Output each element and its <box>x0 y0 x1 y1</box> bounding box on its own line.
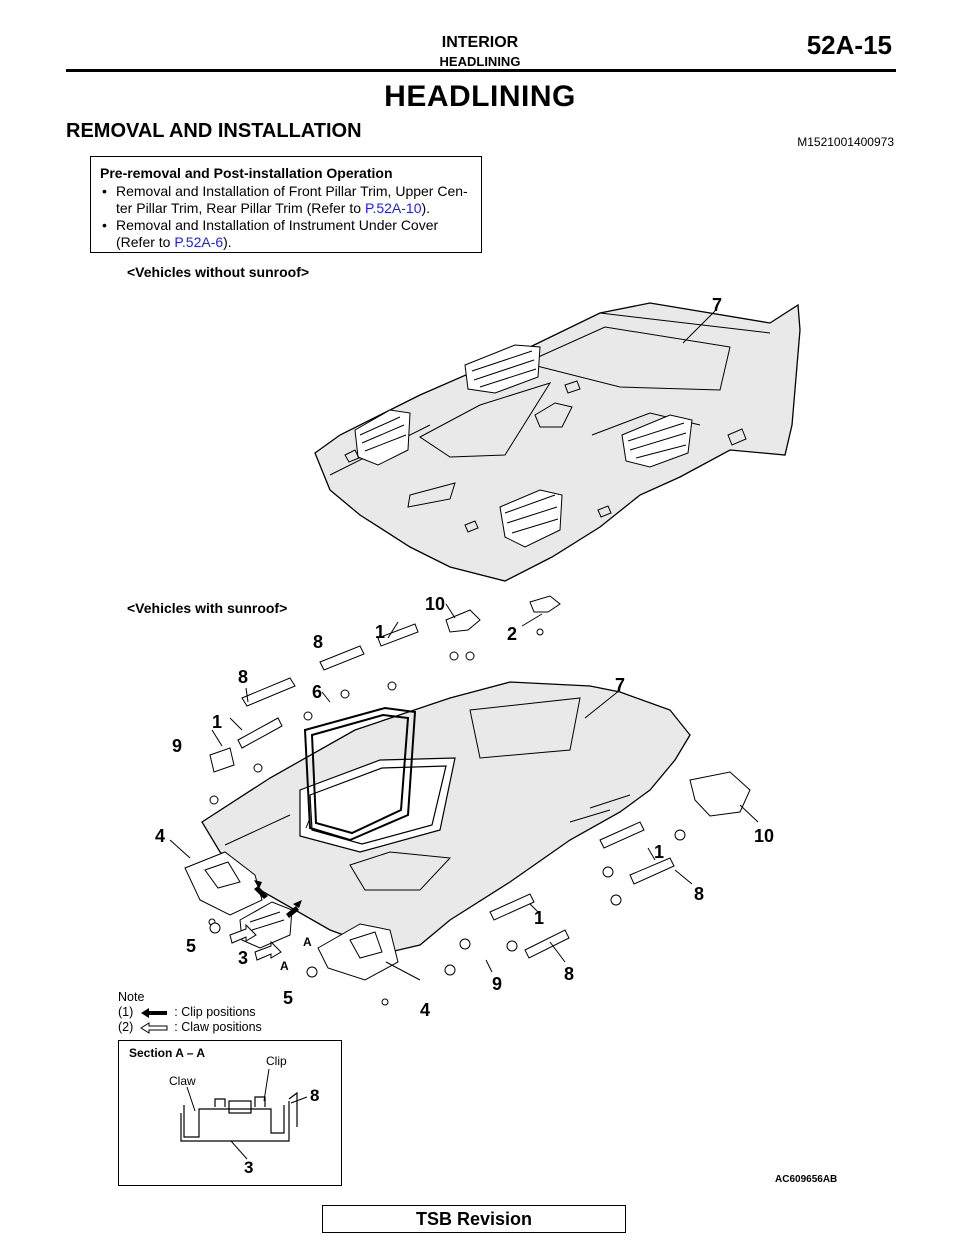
page-title: HEADLINING <box>384 80 576 113</box>
pre-removal-heading: Pre-removal and Post-installation Operat… <box>100 165 393 181</box>
header-rule <box>66 69 896 72</box>
variant-label-with-sunroof: <Vehicles with sunroof> <box>127 600 288 616</box>
item-2-line-1: Removal and Installation of Instrument U… <box>116 217 439 233</box>
callout-8: 8 <box>238 667 248 687</box>
callout-7: 7 <box>615 675 625 695</box>
note-clip-number: (1) <box>118 1005 134 1019</box>
footer-tsb-revision: TSB Revision <box>322 1205 626 1233</box>
ref-link-52a-6[interactable]: P.52A-6 <box>174 234 224 250</box>
callout-7: 7 <box>712 295 722 315</box>
header-section: INTERIOR <box>441 34 519 51</box>
sun-visor-right <box>317 923 399 981</box>
headlining-panel-shape <box>314 302 801 582</box>
leader-lines <box>169 603 759 981</box>
note-heading: Note <box>118 990 145 1004</box>
headlining-with-sunroof-diagram: 7 10 10 2 1 8 8 6 1 9 4 1 8 1 8 9 4 5 5 … <box>155 594 774 1020</box>
callout-5: 5 <box>283 988 293 1008</box>
clip-arrow-icon <box>254 880 302 918</box>
variant-label-without-sunroof: <Vehicles without sunroof> <box>127 264 310 280</box>
claw-label: Claw <box>169 1074 196 1088</box>
callout-1: 1 <box>375 622 385 642</box>
callout-4: 4 <box>420 1000 430 1020</box>
note-claw-number: (2) <box>118 1020 134 1034</box>
clip-pockets <box>344 380 747 533</box>
section-subtitle: REMOVAL AND INSTALLATION <box>66 120 362 142</box>
sunroof-seal-ring <box>303 706 417 842</box>
note-claw-text: : Claw positions <box>174 1020 262 1034</box>
callout-6: 6 <box>312 682 322 702</box>
bullet-icon: • <box>102 217 107 233</box>
note-claw-row: (2) : Claw positions <box>118 1020 262 1035</box>
callout-1: 1 <box>212 712 222 732</box>
section-a-a-title: Section A – A <box>129 1046 205 1060</box>
note-clip-text: : Clip positions <box>174 1005 256 1019</box>
sun-visor-left <box>184 851 263 916</box>
bullet-icon: • <box>102 183 107 199</box>
callout-9: 9 <box>492 974 502 994</box>
callout-3: 3 <box>238 948 248 968</box>
callout-1: 1 <box>654 842 664 862</box>
callout-8: 8 <box>694 884 704 904</box>
assist-grips-and-brackets <box>209 595 751 959</box>
callout-10: 10 <box>754 826 774 846</box>
figure-id: AC609656AB <box>775 1174 838 1185</box>
callout-1: 1 <box>534 908 544 928</box>
section-profile <box>180 1091 298 1142</box>
legend-note: Note (1) : Clip positions (2) : Claw pos… <box>118 990 262 1035</box>
callout-5: 5 <box>186 936 196 956</box>
section-a-a-box: Section A – A Clip Claw 8 3 <box>118 1040 342 1186</box>
claw-arrow-icon <box>229 923 282 961</box>
pre-removal-box: Pre-removal and Post-installation Operat… <box>90 156 482 253</box>
clip-arrow-icon <box>140 1007 167 1018</box>
item-2-line-2: (Refer to <box>116 234 175 250</box>
pre-removal-item-1: • Removal and Installation of Front Pill… <box>100 183 472 217</box>
vent-duct-rear <box>499 414 693 548</box>
item-1-close: ). <box>421 200 431 216</box>
ref-link-52a-10[interactable]: P.52A-10 <box>364 200 422 216</box>
section-markers: A A <box>280 935 312 973</box>
item-1-line-1: Removal and Installation of Front Pillar… <box>116 183 468 199</box>
page-number: 52A-15 <box>806 30 892 60</box>
callout-3: 3 <box>244 1158 253 1177</box>
section-marker-a: A <box>280 959 289 973</box>
headlining-inner-lines-sunroof <box>224 697 631 891</box>
callouts-group: 7 10 10 2 1 8 8 6 1 9 4 1 8 1 8 9 4 5 5 … <box>155 594 774 1020</box>
section-marker-a: A <box>303 935 312 949</box>
vent-duct-front <box>354 344 541 466</box>
screws-and-clips <box>208 628 686 1006</box>
document-id: M1521001400973 <box>797 135 894 149</box>
dome-light <box>239 901 293 949</box>
item-1-line-2: ter Pillar Trim, Rear Pillar Trim (Refer… <box>116 200 365 216</box>
callout-9: 9 <box>172 736 182 756</box>
callout-8: 8 <box>310 1086 319 1105</box>
callout-2: 2 <box>507 624 517 644</box>
header-subsection: HEADLINING <box>439 54 521 69</box>
leader-line-7 <box>682 310 716 344</box>
claw-arrow-icon <box>139 1021 168 1034</box>
pre-removal-item-2: • Removal and Installation of Instrument… <box>100 217 472 251</box>
section-a-a-diagram: Section A – A Clip Claw 8 3 <box>129 1046 319 1177</box>
callout-10: 10 <box>425 594 445 614</box>
section-leaders <box>186 1068 308 1160</box>
headlining-without-sunroof-diagram: 7 <box>314 295 801 582</box>
callout-4: 4 <box>155 826 165 846</box>
item-2-close: ). <box>223 234 232 250</box>
callout-8: 8 <box>564 964 574 984</box>
note-clip-row: (1) : Clip positions <box>118 1005 262 1020</box>
clip-label: Clip <box>266 1054 287 1068</box>
callout-8: 8 <box>313 632 323 652</box>
